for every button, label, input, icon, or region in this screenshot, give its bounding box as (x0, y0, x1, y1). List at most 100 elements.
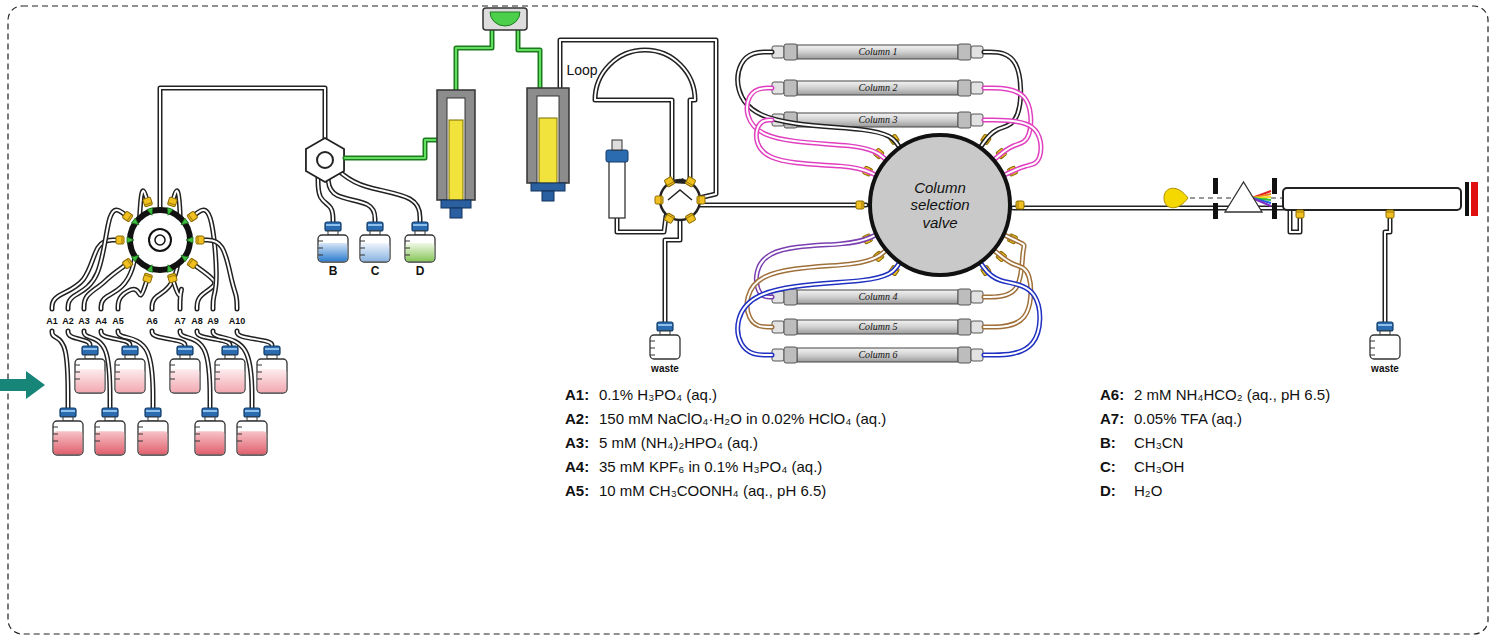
bottle (115, 346, 145, 393)
fitting (143, 273, 153, 283)
fitting (143, 197, 153, 207)
graduation (138, 427, 143, 428)
syringe-plunger (612, 140, 622, 150)
graduation (215, 372, 220, 373)
column-fitting (971, 82, 983, 94)
fitting-thread (1018, 201, 1019, 209)
fitting (664, 176, 675, 187)
graduation (405, 241, 410, 242)
bottle-label: B (329, 265, 338, 279)
fitting-thread (168, 203, 176, 205)
fitting-thread (1296, 212, 1304, 213)
valve-port (132, 255, 139, 262)
column-fitting (971, 291, 983, 303)
graduation (405, 248, 410, 249)
graduation (115, 365, 120, 366)
cap-band (83, 348, 97, 350)
fitting (187, 258, 198, 269)
bottle-cap (657, 322, 673, 331)
graduation (195, 427, 200, 428)
column-label: Column 1 (858, 47, 897, 57)
graduation (257, 379, 262, 380)
flow-cell (1283, 188, 1461, 210)
cap-band (245, 410, 259, 412)
cap-band (146, 410, 160, 412)
port-label: A10 (229, 316, 246, 326)
column-nut (784, 80, 797, 96)
waste-label: waste (1371, 363, 1399, 375)
tubing-core (118, 282, 146, 309)
pump-bore (447, 98, 465, 200)
cap-band (265, 348, 279, 350)
bottle-cap (264, 346, 280, 355)
tubing-core (196, 210, 217, 309)
column-tubing (981, 264, 1040, 355)
port-label: A8 (191, 316, 203, 326)
spectrum (1252, 191, 1271, 198)
graduation (650, 341, 655, 342)
bottle-body (53, 421, 83, 455)
graduation (95, 427, 100, 428)
column-tubing-core (738, 264, 899, 355)
frame (8, 6, 1488, 634)
bottle (95, 408, 125, 455)
graduation (53, 427, 58, 428)
graduation (237, 441, 242, 442)
slit (1272, 203, 1277, 219)
solvent-key: H₂O (1134, 482, 1162, 499)
fitting-thread (144, 203, 152, 205)
fitting (1016, 201, 1024, 209)
column-label: Column 2 (858, 83, 897, 93)
column-body (797, 348, 958, 362)
tubing (665, 220, 680, 322)
gradient-valve-hub (317, 152, 333, 168)
tubing-core (52, 331, 68, 408)
selection-valve: Column selection valve (868, 133, 1012, 277)
fitting (122, 258, 133, 269)
column-nut (958, 347, 971, 363)
fitting-thread (198, 236, 199, 244)
mixer (483, 8, 527, 30)
bottle (650, 322, 680, 359)
solvent (116, 369, 145, 392)
column-nut (784, 319, 797, 335)
fitting (655, 196, 663, 204)
tubing-core (174, 282, 182, 309)
bottle-cap (102, 408, 118, 417)
fitting (116, 236, 124, 244)
graduation (138, 441, 143, 442)
bottle (75, 346, 105, 393)
tubing (560, 40, 716, 198)
valve-port (127, 237, 134, 243)
bottle-body (170, 359, 200, 393)
column-body (797, 290, 958, 304)
tubing (518, 28, 540, 90)
solvent (361, 243, 390, 261)
bottle (237, 408, 267, 455)
graduation (53, 434, 58, 435)
loop-label: Loop (566, 62, 597, 78)
valve-port (167, 208, 173, 216)
bottle-cap (1377, 322, 1393, 331)
piston (539, 118, 557, 183)
graduation (318, 241, 323, 242)
pump-head (527, 88, 569, 183)
solvent-key: 2 mM NH₄HCO₂ (aq., pH 6.5) (1134, 386, 1330, 403)
piston-rod (542, 191, 554, 201)
column-nut (958, 289, 971, 305)
tubing-group (738, 264, 899, 355)
tubing-group (981, 52, 1020, 146)
graduation (1370, 341, 1375, 342)
fitting-thread (122, 236, 123, 244)
valve-hub (155, 235, 165, 245)
column: Column 3 (772, 112, 984, 128)
tubing-core (340, 172, 420, 222)
cap-band (413, 224, 427, 226)
detector-window (1465, 182, 1469, 216)
column-nut (784, 44, 797, 60)
tubing (160, 88, 325, 212)
port-label: A5 (112, 316, 124, 326)
bottle (170, 346, 200, 393)
port-label: A6 (146, 316, 158, 326)
tubing (174, 282, 182, 309)
